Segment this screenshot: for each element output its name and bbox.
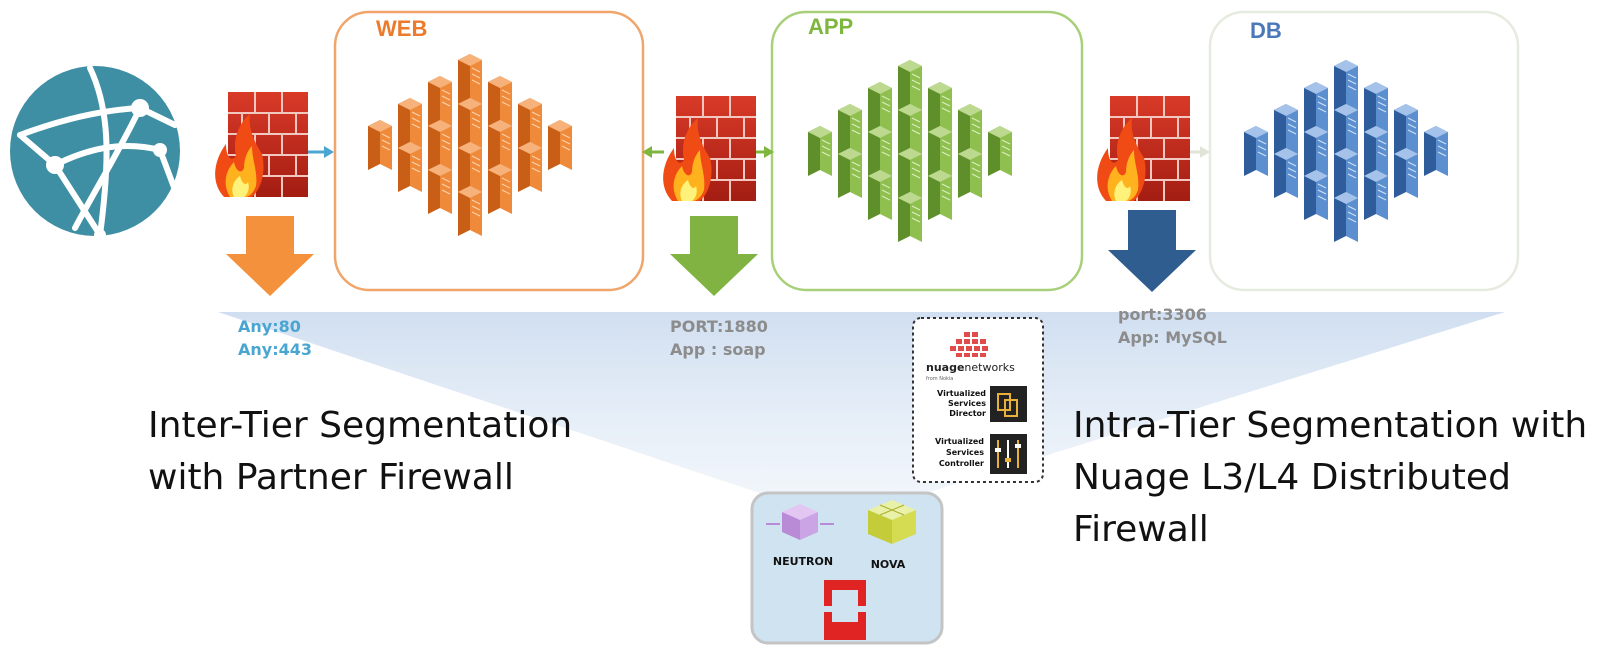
server-rack-icon — [457, 53, 483, 105]
server-rack-icon — [1333, 103, 1359, 155]
server-rack-icon — [427, 75, 453, 127]
server-rack-icon — [1363, 81, 1389, 133]
db-rule-line1: port:3306 — [1118, 305, 1207, 324]
server-rack-icon — [1363, 169, 1389, 221]
firewall-icon — [662, 95, 757, 202]
inter-tier-caption-line1: Inter-Tier Segmentation — [148, 405, 573, 446]
globe-icon — [10, 65, 180, 241]
app-server-cluster — [807, 59, 1013, 243]
server-rack-icon — [457, 141, 483, 193]
server-rack-icon — [987, 125, 1013, 177]
server-rack-icon — [897, 59, 923, 111]
vsd-line1: Virtualized — [937, 389, 986, 398]
web-tier-box — [333, 10, 645, 292]
projection-fan — [218, 312, 1505, 520]
server-rack-icon — [1333, 59, 1359, 111]
db-rule-line2: App: MySQL — [1118, 328, 1227, 347]
nuage-brand-rest: networks — [964, 361, 1015, 374]
server-rack-icon — [1303, 81, 1329, 133]
intra-tier-caption-line3: Firewall — [1073, 509, 1209, 550]
down-arrow-icon — [226, 216, 314, 296]
app-rule-line2: App : soap — [670, 340, 766, 359]
server-rack-icon — [1333, 147, 1359, 199]
vsc-line2: Services — [946, 448, 984, 457]
app-tier-label: APP — [808, 14, 853, 39]
inter-tier-caption-line2: with Partner Firewall — [148, 457, 514, 498]
server-rack-icon — [397, 141, 423, 193]
server-rack-icon — [1273, 147, 1299, 199]
server-rack-icon — [897, 103, 923, 155]
server-rack-icon — [457, 185, 483, 237]
server-rack-icon — [547, 119, 573, 171]
server-rack-icon — [1423, 125, 1449, 177]
vsd-line3: Director — [949, 409, 986, 418]
neutron-label: NEUTRON — [773, 555, 833, 568]
intra-tier-caption-line1: Intra-Tier Segmentation with — [1073, 405, 1588, 446]
db-server-cluster — [1243, 59, 1449, 243]
nuage-panel: nuagenetworks from Nokia Virtualized Ser… — [912, 317, 1044, 483]
web-server-cluster — [367, 53, 573, 237]
server-rack-icon — [897, 191, 923, 243]
vsc-icon — [990, 434, 1027, 474]
web-tier-label: WEB — [376, 16, 427, 41]
svg-text:nuagenetworks: nuagenetworks — [926, 361, 1015, 374]
server-rack-icon — [1363, 125, 1389, 177]
nuage-brand-bold: nuage — [926, 361, 964, 374]
neutron-cube-icon — [766, 504, 834, 540]
openstack-panel: NEUTRON NOVA — [750, 491, 944, 645]
server-rack-icon — [487, 75, 513, 127]
nova-cube-icon — [868, 500, 916, 544]
server-rack-icon — [427, 119, 453, 171]
server-rack-icon — [957, 103, 983, 155]
server-rack-icon — [867, 81, 893, 133]
server-rack-icon — [487, 163, 513, 215]
vsd-line2: Services — [948, 399, 986, 408]
server-rack-icon — [457, 97, 483, 149]
server-rack-icon — [1333, 191, 1359, 243]
nuage-brand-sub: from Nokia — [926, 376, 953, 382]
server-rack-icon — [867, 125, 893, 177]
nuage-logo-icon — [950, 332, 988, 357]
server-rack-icon — [927, 125, 953, 177]
server-rack-icon — [487, 119, 513, 171]
web-rule-line2: Any:443 — [238, 340, 312, 359]
db-tier-box — [1208, 10, 1520, 292]
server-rack-icon — [367, 119, 393, 171]
server-rack-icon — [1243, 125, 1269, 177]
server-rack-icon — [397, 97, 423, 149]
web-rule-line1: Any:80 — [238, 317, 301, 336]
app-rule-line1: PORT:1880 — [670, 317, 768, 336]
firewall-icon — [214, 91, 309, 198]
firewall-icon — [1096, 95, 1191, 202]
vsc-line3: Controller — [939, 459, 984, 468]
server-rack-icon — [837, 103, 863, 155]
server-rack-icon — [1393, 103, 1419, 155]
down-arrow-icon — [1108, 210, 1196, 292]
nova-label: NOVA — [871, 558, 906, 571]
server-rack-icon — [927, 81, 953, 133]
vsd-icon — [990, 386, 1027, 422]
server-rack-icon — [897, 147, 923, 199]
vsc-line1: Virtualized — [935, 437, 984, 446]
server-rack-icon — [1393, 147, 1419, 199]
db-tier-label: DB — [1250, 18, 1282, 43]
server-rack-icon — [1303, 125, 1329, 177]
server-rack-icon — [957, 147, 983, 199]
server-rack-icon — [1273, 103, 1299, 155]
server-rack-icon — [867, 169, 893, 221]
server-rack-icon — [807, 125, 833, 177]
intra-tier-caption-line2: Nuage L3/L4 Distributed — [1073, 457, 1511, 498]
server-rack-icon — [517, 97, 543, 149]
server-rack-icon — [927, 169, 953, 221]
openstack-logo-icon — [824, 580, 866, 640]
server-rack-icon — [517, 141, 543, 193]
server-rack-icon — [837, 147, 863, 199]
down-arrow-icon — [670, 216, 758, 296]
server-rack-icon — [1303, 169, 1329, 221]
server-rack-icon — [427, 163, 453, 215]
